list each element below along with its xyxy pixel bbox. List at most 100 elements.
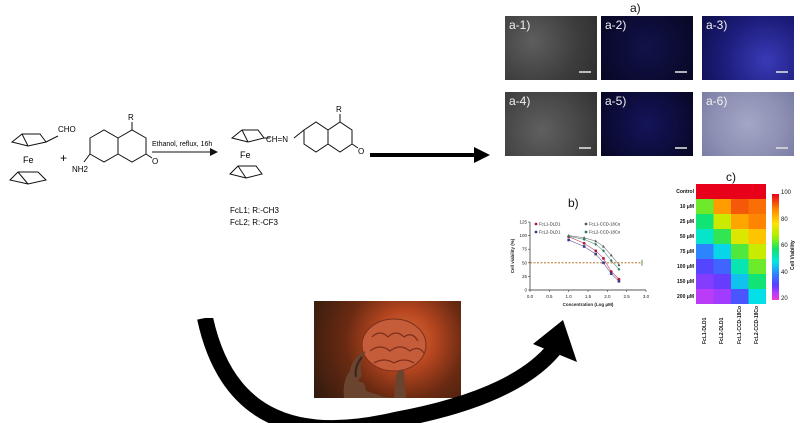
heatmap-row-label: 200 μM: [677, 293, 694, 300]
x-tick-label: 0.0: [527, 294, 534, 299]
reaction-scheme: CHO Fe + R O NH2 Ethanol, reflux, 16h CH…: [9, 105, 364, 227]
heatmap-row-label: 150 μM: [677, 278, 694, 285]
heatmap-cell: [696, 274, 714, 290]
compound-2-label: FcL2; R:-CF3: [230, 218, 279, 227]
brain-illustration: [314, 301, 461, 398]
heatmap-row-label: 75 μM: [679, 248, 694, 255]
heatmap-cell: [731, 259, 749, 275]
heatmap-cell: [731, 199, 749, 215]
data-point: [609, 272, 613, 275]
heatmap-cell: [713, 229, 732, 245]
data-point: [602, 261, 605, 265]
micrograph-a6: a-6): [702, 92, 794, 156]
scale-bar: [675, 71, 687, 73]
heatmap-cell: [696, 289, 714, 304]
data-point: [609, 259, 613, 263]
scale-bar: [776, 147, 788, 149]
data-point: [609, 253, 613, 257]
heatmap-cell: [731, 229, 749, 245]
heatmap-row-label: 10 μM: [679, 203, 694, 210]
data-point: [582, 236, 586, 239]
heatmap-cell: [696, 229, 714, 245]
data-point: [567, 238, 570, 242]
x-tick-label: 3.0: [643, 294, 650, 299]
colorbar: [772, 194, 779, 300]
heatmap-cell: [696, 184, 714, 200]
micrograph-a3-label: a-3): [706, 18, 728, 32]
y-tick-label: 125: [519, 220, 527, 225]
ferrocene-product: [229, 114, 359, 179]
colorbar-tick-label: 60: [781, 243, 788, 249]
data-point: [602, 257, 605, 260]
y-tick-label: 0: [524, 288, 527, 293]
heatmap-cell: [748, 199, 766, 215]
data-point: [594, 242, 598, 246]
product-carbonyl-label: O: [358, 147, 364, 156]
heatmap-row-label: 50 μM: [679, 233, 694, 240]
micrograph-a1: a-1): [505, 16, 597, 80]
x-tick-label: 2.0: [604, 294, 611, 299]
heatmap-cell: [748, 244, 766, 260]
data-point: [594, 239, 598, 243]
scale-bar: [675, 147, 687, 149]
legend-entry: FcL2-DLD1: [539, 230, 561, 235]
heatmap-cell: [713, 274, 732, 290]
heatmap-cell: [696, 214, 714, 230]
heatmap-cell: [731, 214, 749, 230]
ferrocene-reactant: [9, 133, 59, 185]
scale-bar: [579, 147, 591, 149]
y-tick-label: 75: [522, 247, 528, 252]
heatmap-column-label: FcL2-CCD-18Co: [754, 305, 761, 344]
scale-bar: [579, 71, 591, 73]
scale-bar: [776, 71, 788, 73]
r-group-label: R: [128, 113, 134, 122]
heatmap-grid: [696, 184, 766, 304]
micrograph-a5: a-5): [601, 92, 693, 156]
heatmap-cell: [696, 199, 714, 215]
series-line-3: [568, 235, 620, 266]
aminocoumarin-reactant: [83, 122, 153, 163]
micrograph-a2: a-2): [601, 16, 693, 80]
y-tick-label: 100: [519, 233, 527, 238]
data-point: [617, 279, 621, 283]
data-point: [617, 263, 621, 267]
data-point: [567, 234, 571, 238]
legend-marker: [534, 222, 538, 226]
heatmap-cell: [748, 184, 766, 200]
micrograph-a5-label: a-5): [605, 94, 627, 108]
micrograph-a6-label: a-6): [706, 94, 728, 108]
colorbar-tick-label: 100: [781, 190, 792, 196]
x-tick-label: 1.0: [566, 294, 573, 299]
micrograph-a2-label: a-2): [605, 18, 627, 32]
data-point: [602, 249, 605, 253]
heatmap-cell: [748, 214, 766, 230]
data-point: [617, 277, 621, 281]
compound-1-label: FcL1; R:-CH3: [230, 206, 279, 215]
micrograph-a1-label: a-1): [509, 18, 531, 32]
data-point: [617, 267, 621, 271]
micrograph-a3: a-3): [702, 16, 794, 80]
product-r-label: R: [336, 105, 342, 114]
series-line-4: [568, 235, 620, 270]
heatmap-row-label: 100 μM: [677, 263, 694, 270]
heatmap-cell: [713, 289, 732, 304]
panel-a-title: a): [630, 1, 641, 15]
heatmap-cell: [748, 259, 766, 275]
heatmap-row-label: 25 μM: [679, 218, 694, 225]
colorbar-tick-label: 80: [781, 216, 788, 223]
heatmap-cell: [731, 244, 749, 260]
heatmap-cell: [731, 274, 749, 290]
x-axis-label: Concentration (Log μM): [563, 302, 614, 307]
heatmap-cell: [713, 214, 732, 230]
data-point: [594, 252, 598, 256]
legend-entry: FcL2-CCD-18Co: [589, 230, 621, 235]
heatmap-column-label: FcL1-DLD1: [701, 317, 708, 344]
colorbar-label: Cell Viability: [790, 240, 796, 270]
head-silhouette-icon: [343, 318, 427, 398]
data-point: [594, 249, 598, 253]
legend-marker: [534, 230, 538, 234]
reaction-arrow-head: [210, 148, 218, 156]
